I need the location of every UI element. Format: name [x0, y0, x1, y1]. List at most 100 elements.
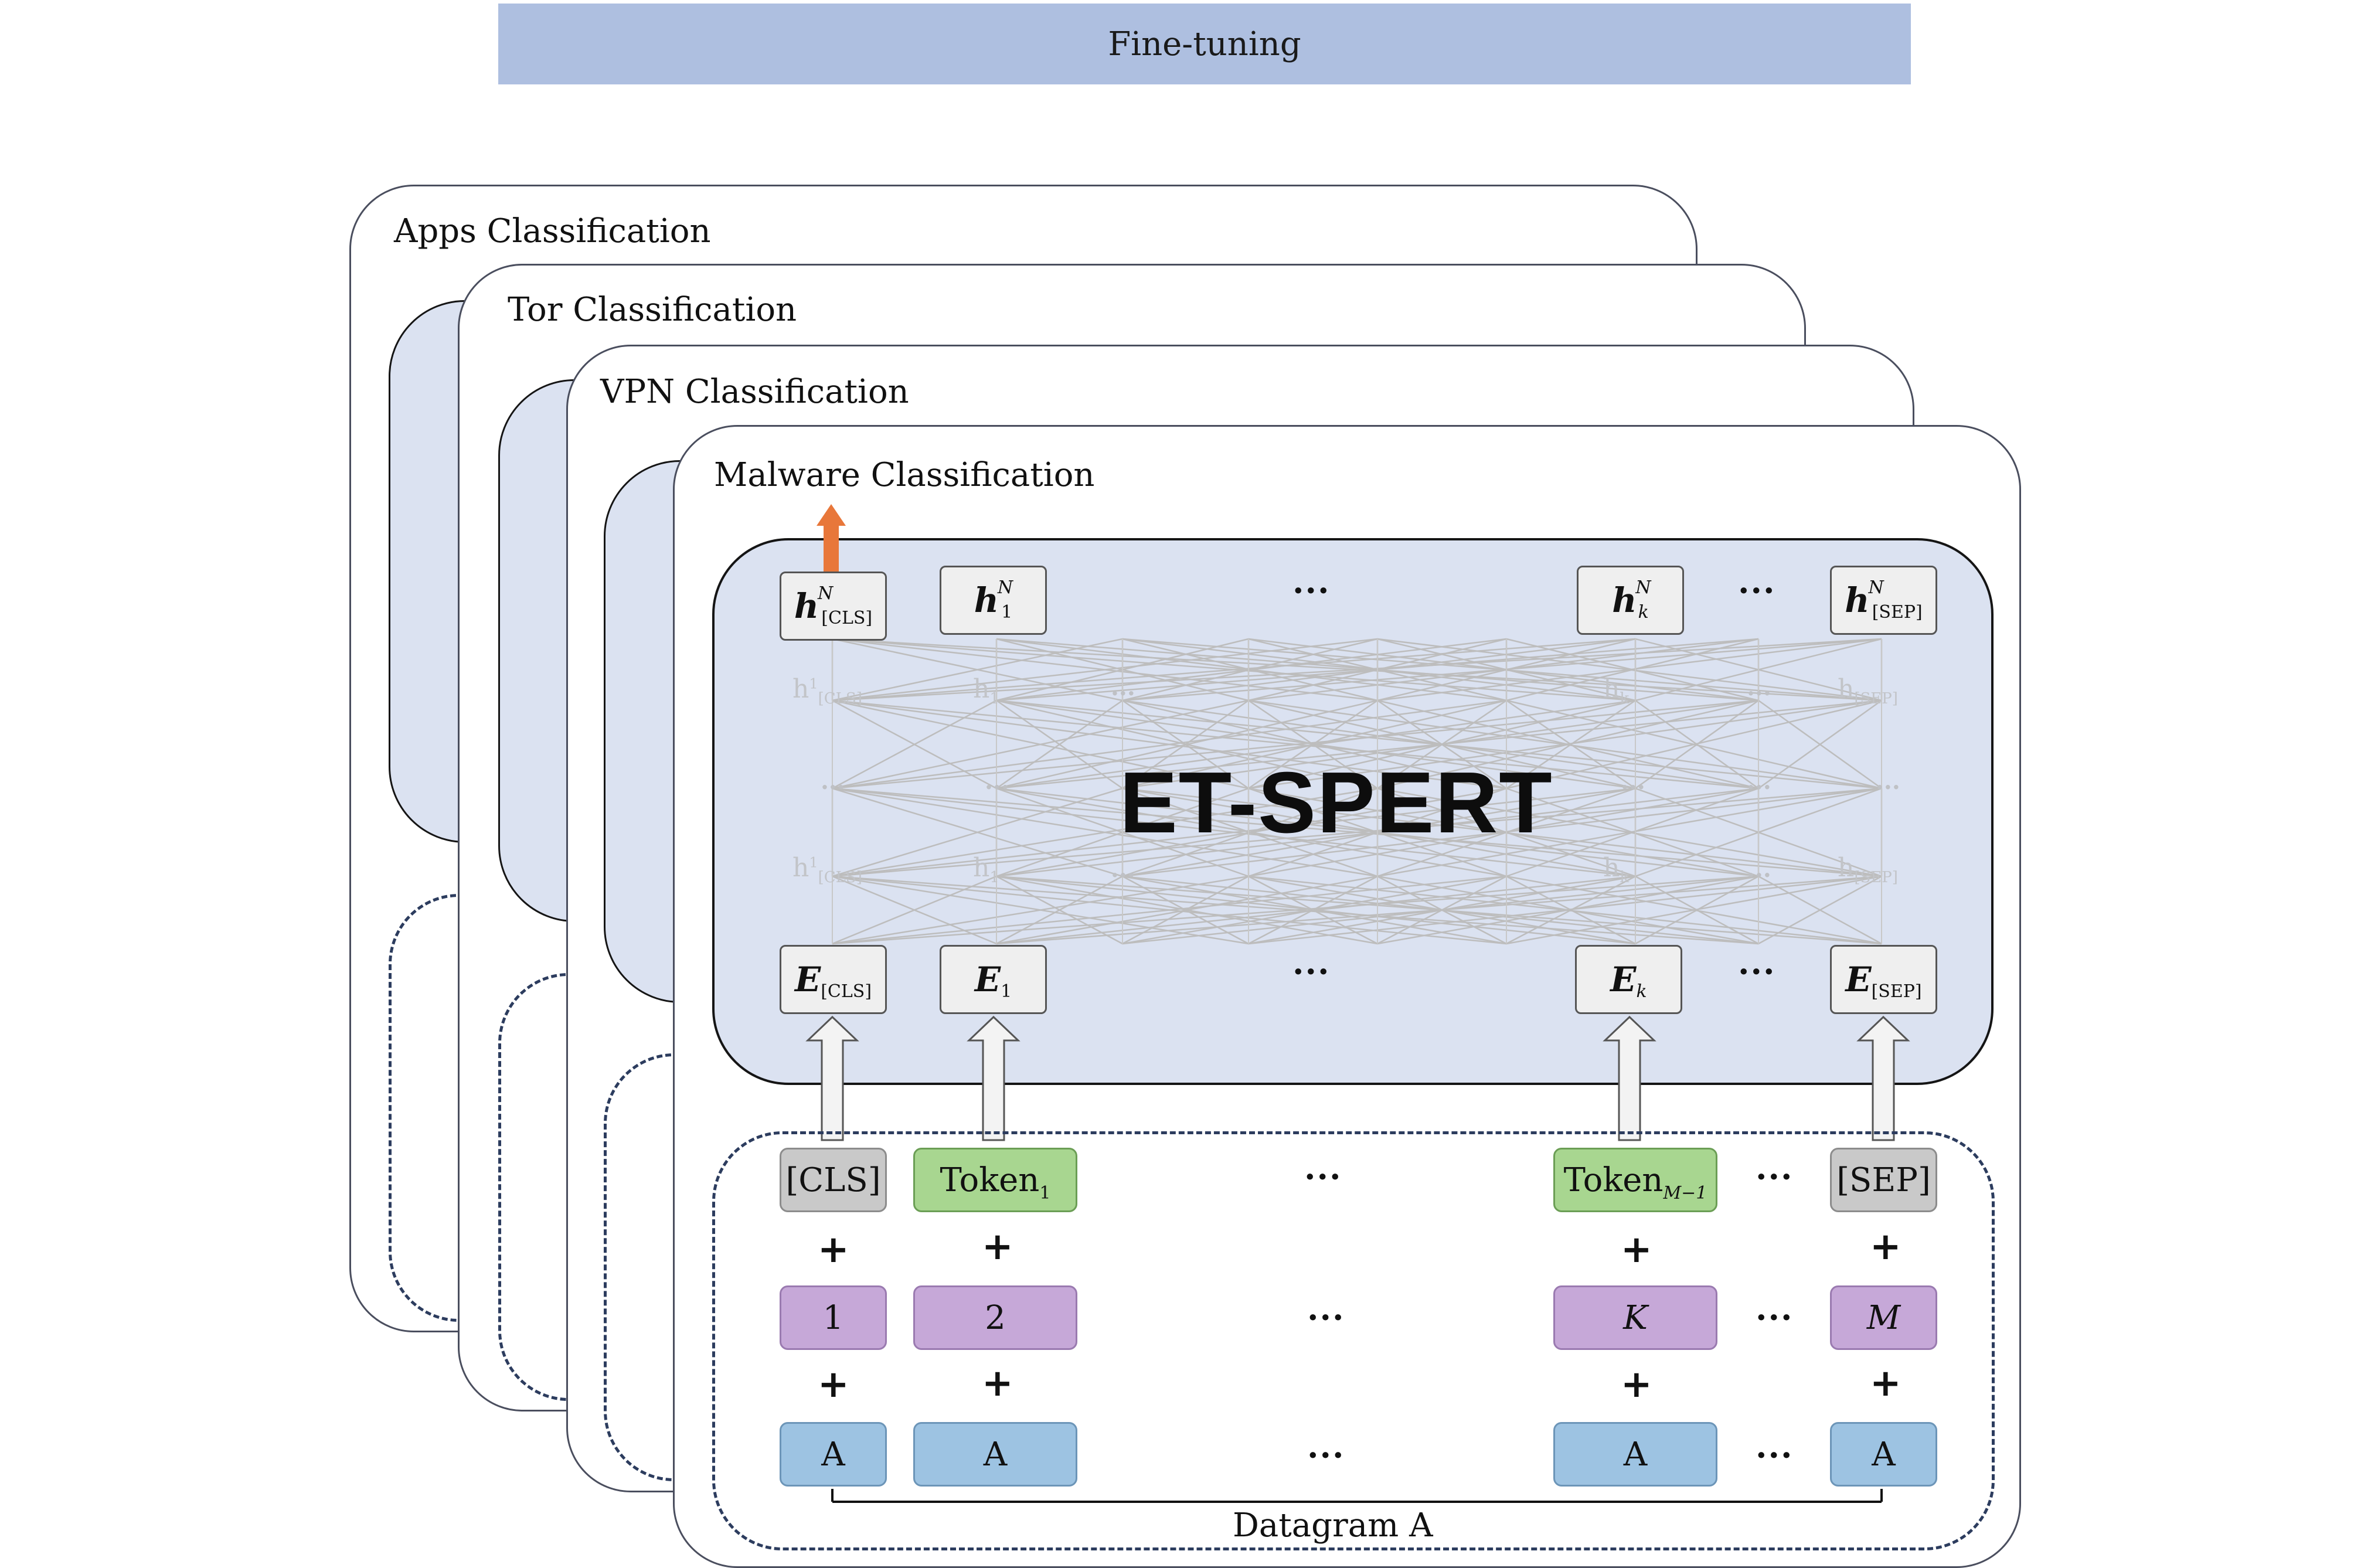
input-arrows	[805, 1015, 1910, 1141]
segment-m-minus-1: A	[1553, 1422, 1717, 1487]
plus-sign: +	[1621, 1228, 1652, 1271]
attention-line	[1506, 699, 1882, 790]
datagram-bracket	[831, 1489, 1883, 1503]
attention-line	[996, 699, 1123, 790]
attention-line	[1758, 875, 1882, 945]
attention-line	[832, 638, 1636, 702]
layer-columns	[832, 639, 1882, 944]
input-block	[712, 1131, 1995, 1550]
attention-line	[996, 699, 1882, 790]
attention-line	[1506, 875, 1882, 945]
attention-line	[832, 638, 1882, 702]
position-m: M	[1830, 1285, 1937, 1350]
plus-sign: +	[818, 1228, 849, 1271]
plus-sign: +	[982, 1225, 1013, 1268]
attention-line	[832, 787, 1636, 877]
faint-ellipsis-row2-d: ···	[1747, 774, 1771, 801]
token-ellipsis-middle: ···	[1304, 1158, 1342, 1196]
segment-1: A	[913, 1422, 1077, 1487]
hidden-node-1-bottom: h1	[973, 853, 999, 886]
attention-line	[996, 875, 1636, 945]
faint-ellipsis-row2-a: ···	[821, 774, 845, 801]
position-ellipsis-right: ···	[1756, 1298, 1794, 1337]
hidden-node-cls-top: h1[CLS]	[792, 674, 862, 708]
position-2: 2	[913, 1285, 1077, 1350]
attention-line	[832, 787, 1882, 877]
position-ellipsis-middle: ···	[1307, 1298, 1345, 1337]
embedding-ellipsis-right: ···	[1738, 953, 1776, 991]
plus-sign: +	[982, 1362, 1013, 1405]
faint-ellipsis-row2-c: ···	[1621, 774, 1645, 801]
faint-ellipsis-row1-b: ···	[1747, 680, 1771, 708]
segment-sep: A	[1830, 1422, 1937, 1487]
attention-line	[832, 699, 1759, 790]
plus-sign: +	[1621, 1363, 1652, 1406]
attention-line	[832, 875, 1507, 945]
attention-line	[1377, 787, 1882, 877]
output-ellipsis-middle: ···	[1292, 572, 1331, 610]
fine-tuning-banner: Fine-tuning	[498, 4, 1911, 84]
attention-line	[996, 699, 1378, 790]
faint-ellipsis-row2-e: ···	[1876, 774, 1900, 801]
attention-line	[832, 638, 1123, 702]
position-k: K	[1553, 1285, 1717, 1350]
attention-line	[996, 638, 1507, 702]
token-ellipsis-right: ···	[1756, 1158, 1794, 1196]
input-up-arrow	[1856, 1015, 1910, 1141]
hidden-node-k-top: hk	[1603, 674, 1630, 708]
attention-line	[832, 875, 1249, 945]
attention-line	[996, 875, 1123, 945]
position-1: 1	[780, 1285, 887, 1350]
faint-ellipsis-row3-a: ···	[1111, 862, 1135, 889]
plus-sign: +	[1870, 1362, 1901, 1405]
hidden-node-1-top: h1	[973, 674, 999, 708]
output-ellipsis-right: ···	[1738, 572, 1776, 610]
attention-line	[832, 638, 1378, 702]
hidden-node-k-bottom: hk	[1603, 853, 1630, 886]
attention-line	[832, 699, 997, 790]
attention-line	[1248, 875, 1882, 945]
hidden-node-sep-bottom: h[SEP]	[1838, 853, 1898, 886]
segment-cls: A	[780, 1422, 887, 1487]
card-title-apps: Apps Classification	[394, 212, 711, 250]
attention-line	[832, 699, 1507, 790]
hidden-node-cls-bottom: h1[CLS]	[792, 853, 862, 886]
attention-line	[996, 875, 1378, 945]
attention-line	[832, 787, 1378, 877]
segment-ellipsis-right: ···	[1756, 1436, 1794, 1475]
model-name-label: ET-SPERT	[1120, 754, 1553, 851]
segment-ellipsis-middle: ···	[1307, 1436, 1345, 1475]
token-cls: [CLS]	[780, 1148, 887, 1212]
attention-line	[832, 787, 1123, 877]
attention-line	[1758, 699, 1882, 790]
embedding-ellipsis-middle: ···	[1292, 953, 1331, 991]
embedding-node-cls: E[CLS]	[780, 945, 887, 1014]
card-title-vpn: VPN Classification	[600, 373, 909, 411]
input-up-arrow	[967, 1015, 1020, 1141]
output-arrow	[817, 504, 846, 572]
token-sep: [SEP]	[1830, 1148, 1937, 1212]
attention-line	[832, 875, 997, 945]
input-up-arrow	[805, 1015, 859, 1141]
attention-line	[1248, 699, 1882, 790]
encoder-block	[712, 538, 1994, 1085]
faint-ellipsis-row1-a: ···	[1111, 680, 1135, 708]
hidden-node-sep-top: h[SEP]	[1838, 674, 1898, 708]
card-title-tor: Tor Classification	[508, 291, 797, 329]
input-up-arrow	[1603, 1015, 1656, 1141]
attention-line	[996, 787, 1507, 877]
datagram-label: Datagram A	[1228, 1506, 1438, 1545]
faint-ellipsis-row3-b: ···	[1747, 862, 1771, 889]
attention-line	[996, 875, 1882, 945]
embedding-node-sep: E[SEP]	[1830, 945, 1937, 1014]
plus-sign: +	[818, 1363, 849, 1406]
attention-line	[832, 875, 1759, 945]
